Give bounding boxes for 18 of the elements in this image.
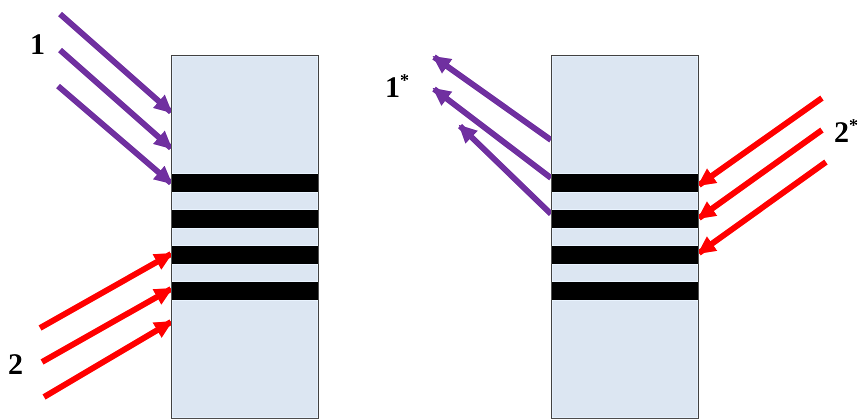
arrow bbox=[697, 160, 828, 256]
arrow bbox=[458, 124, 554, 216]
arrow bbox=[56, 84, 173, 186]
beam-number: 2 bbox=[8, 350, 23, 380]
banded-plate-drawing bbox=[551, 55, 699, 419]
arrow bbox=[38, 251, 173, 331]
beam-number: 1 bbox=[30, 30, 45, 60]
arrow bbox=[42, 319, 173, 400]
banded-plate-drawing bbox=[171, 55, 319, 419]
beam-number: 2$^{*}$ bbox=[834, 114, 858, 148]
arrow bbox=[58, 48, 173, 150]
arrow bbox=[432, 54, 553, 142]
beam-number: 1$^{*}$ bbox=[385, 69, 409, 103]
arrow bbox=[697, 128, 824, 220]
arrow bbox=[58, 12, 173, 114]
arrow bbox=[40, 286, 173, 365]
arrow bbox=[697, 96, 824, 188]
arrow bbox=[432, 86, 553, 180]
